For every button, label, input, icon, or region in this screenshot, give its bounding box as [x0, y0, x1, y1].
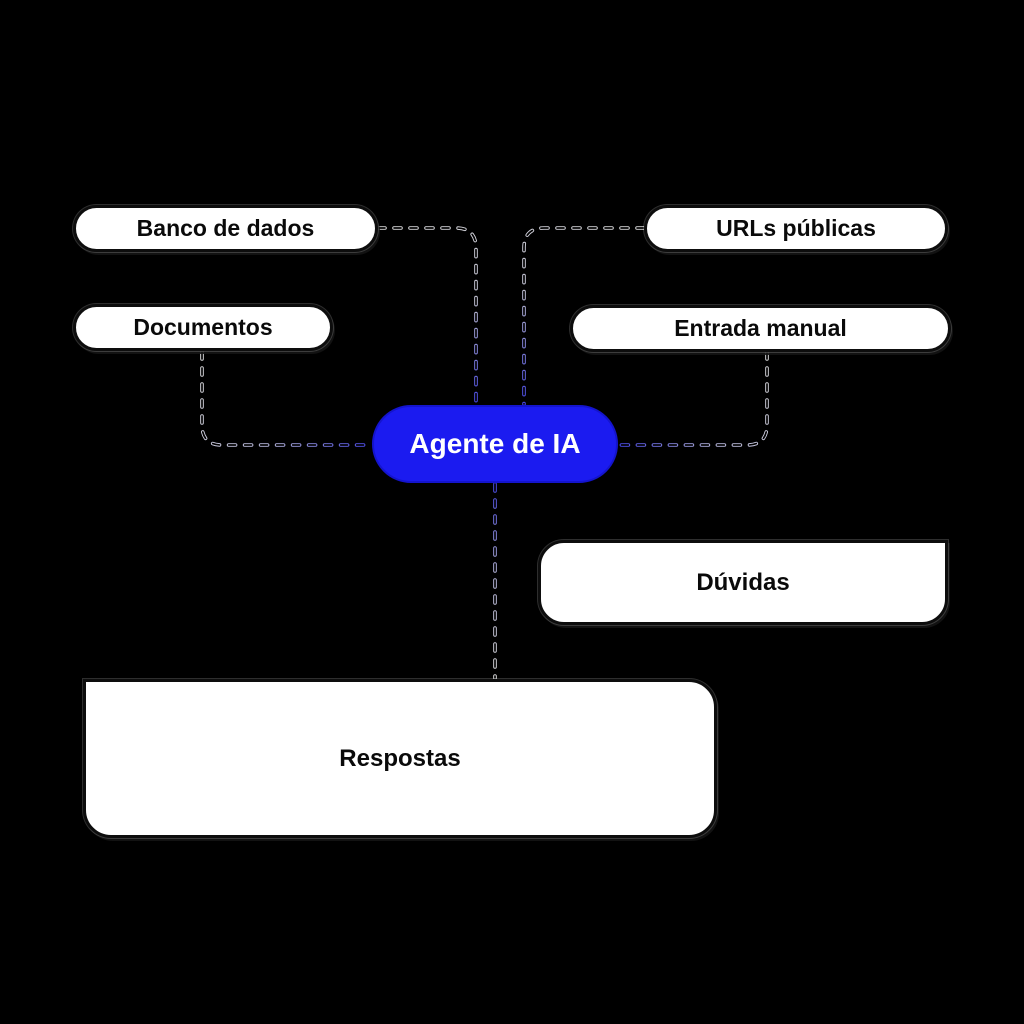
node-urls-publicas[interactable]: URLs públicas [644, 205, 948, 252]
node-duvidas[interactable]: Dúvidas [538, 540, 948, 625]
node-documentos[interactable]: Documentos [73, 304, 333, 351]
node-duvidas-label: Dúvidas [696, 568, 790, 596]
node-entrada-manual-label: Entrada manual [674, 315, 847, 341]
node-respostas-label: Respostas [339, 744, 461, 772]
node-agente-de-ia-label: Agente de IA [409, 428, 581, 459]
node-respostas[interactable]: Respostas [83, 679, 717, 838]
edge-entrada-to-agente [617, 350, 769, 447]
node-entrada-manual[interactable]: Entrada manual [570, 305, 951, 352]
node-documentos-label: Documentos [133, 314, 273, 340]
edge-documentos-to-agente [200, 350, 373, 447]
node-urls-publicas-label: URLs públicas [716, 215, 876, 241]
node-agente-de-ia[interactable]: Agente de IA [372, 405, 618, 483]
node-banco-de-dados-label: Banco de dados [136, 215, 315, 241]
node-banco-de-dados[interactable]: Banco de dados [73, 205, 378, 252]
edge-banco-to-agente [376, 226, 478, 406]
